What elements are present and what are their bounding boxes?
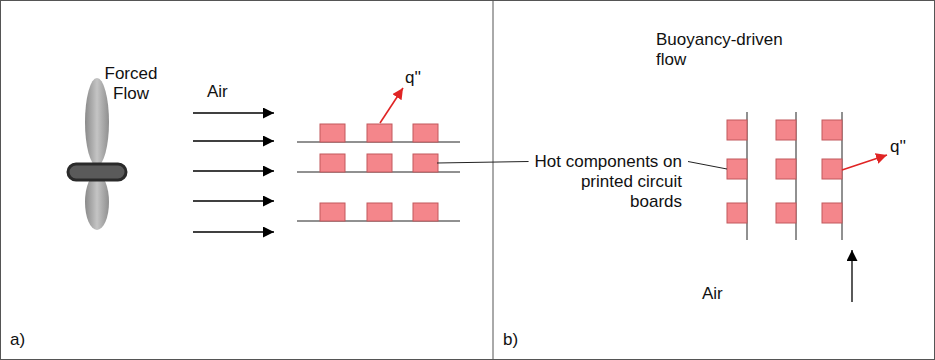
fan-label: Forced Flow: [98, 64, 164, 104]
heat-flux-label: q'': [405, 68, 421, 88]
air-arrow: [193, 231, 274, 232]
fan-hub: [68, 164, 126, 180]
hot-component: [776, 120, 796, 140]
fan-blade: [85, 174, 109, 230]
circuit-boards: [297, 112, 842, 240]
panel-divider: [493, 0, 494, 360]
hot-component: [727, 120, 747, 140]
air-arrow: [193, 112, 274, 113]
hot-component: [320, 124, 345, 142]
hot-component: [367, 124, 392, 142]
panel-label: b): [503, 330, 518, 350]
hot-component: [413, 203, 438, 221]
air-arrow: [193, 170, 274, 171]
heat-flux-label: q'': [890, 137, 906, 157]
hot-component: [320, 203, 345, 221]
heat-flux-arrow: [380, 88, 403, 123]
hot-component: [367, 154, 392, 172]
flow-label: Buoyancy-driven flow: [656, 30, 796, 70]
hot-component: [776, 159, 796, 179]
leader-line: [688, 162, 727, 170]
hot-component: [320, 154, 345, 172]
air-label: Air: [207, 82, 228, 102]
panel-label: a): [10, 330, 25, 350]
hot-component: [413, 154, 438, 172]
hot-component: [822, 159, 842, 179]
components: [320, 120, 842, 223]
hot-component: [776, 203, 796, 223]
component-label: Hot components on printed circuit boards: [532, 152, 682, 212]
hot-component: [413, 124, 438, 142]
air-label: Air: [702, 284, 723, 304]
hot-component: [822, 203, 842, 223]
heat-flux-arrow: [842, 155, 887, 170]
fan-blade: [85, 78, 109, 166]
air-arrow: [193, 200, 274, 201]
hot-component: [367, 203, 392, 221]
air-arrow: [851, 250, 852, 302]
hot-component: [822, 120, 842, 140]
leader-line: [437, 162, 529, 164]
hot-component: [727, 159, 747, 179]
hot-component: [727, 203, 747, 223]
air-arrow: [193, 140, 274, 141]
flow-arrows: [193, 113, 852, 302]
